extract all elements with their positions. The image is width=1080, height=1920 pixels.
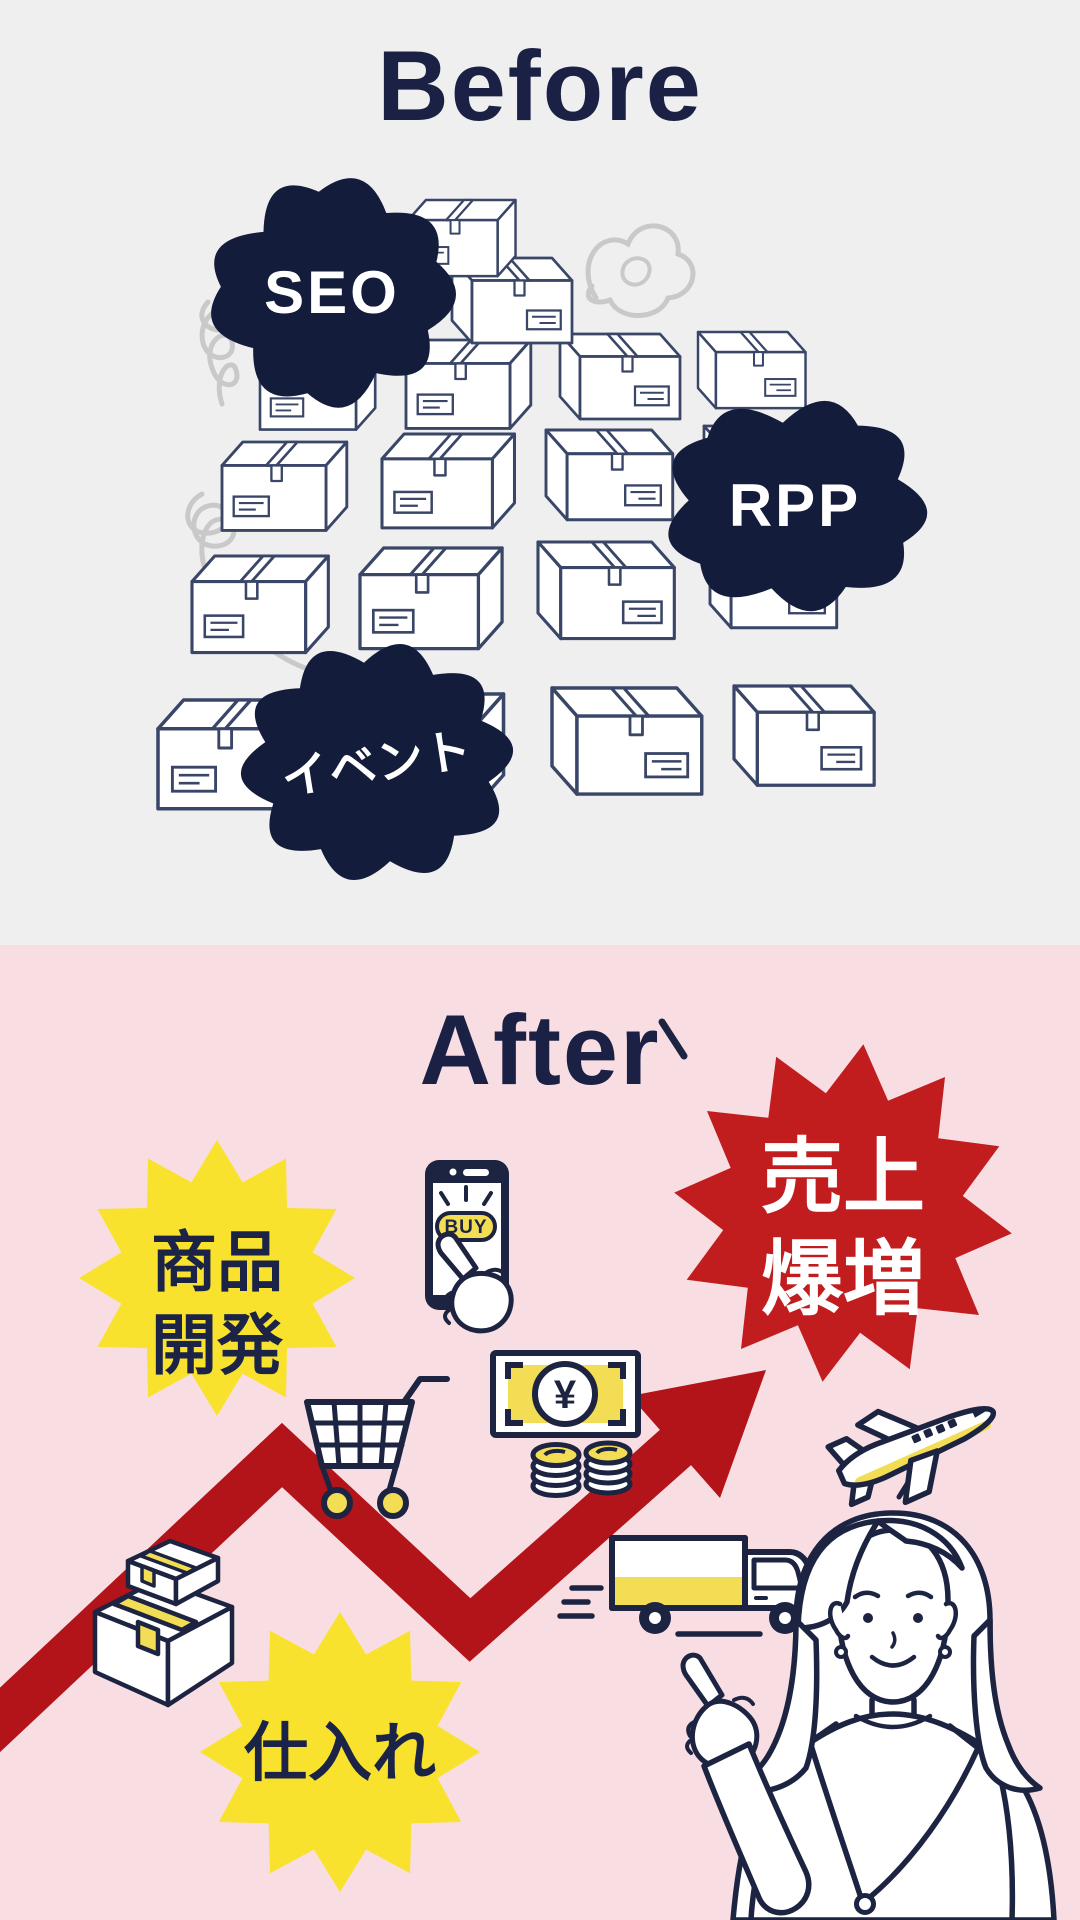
cardboard-box <box>696 330 807 410</box>
yen-bill-icon: ¥ <box>490 1350 641 1438</box>
cardboard-box <box>380 432 516 530</box>
badge-event: イベント <box>240 643 514 881</box>
shopping-cart-icon <box>304 1376 450 1519</box>
tapping-hand <box>435 1231 514 1334</box>
packages-icon <box>92 1538 235 1708</box>
badge-product-dev-line2: 開発 <box>151 1308 284 1382</box>
woman-bangs-right <box>875 1517 965 1571</box>
after-title: After <box>419 994 661 1105</box>
woman-collar <box>853 1713 933 1730</box>
airplane-icon <box>825 1406 997 1508</box>
cardboard-box <box>536 540 676 641</box>
before-title: Before <box>377 30 703 141</box>
woman-sleeve <box>701 1741 812 1916</box>
cardboard-box <box>358 546 504 651</box>
cardboard-box <box>544 428 675 522</box>
woman-lapel-right <box>866 1723 981 1901</box>
scribble-doodle-rose-inner <box>620 256 652 287</box>
delivery-truck-icon <box>557 1535 820 1637</box>
woman-hair-lock-right <box>970 1617 1043 1793</box>
cardboard-box <box>190 554 330 655</box>
badge-product-development: 商品 開発 <box>79 1140 355 1416</box>
arrow-head <box>630 1370 766 1498</box>
cardboard-box <box>550 686 704 796</box>
woman-earring-left <box>834 1645 848 1659</box>
woman-jacket-button <box>854 1893 876 1915</box>
scribble-doodle-rose <box>585 223 696 318</box>
badge-rpp: RPP <box>668 400 928 612</box>
cardboard-box <box>732 684 876 787</box>
woman-face-details <box>852 1590 934 1668</box>
coins-icon <box>530 1440 633 1498</box>
badge-sales-line1: 売上 <box>761 1132 925 1223</box>
cardboard-box <box>558 332 682 421</box>
badge-sales-line2: 爆増 <box>761 1234 925 1325</box>
badge-rpp-label: RPP <box>729 472 861 539</box>
woman-ear-left <box>827 1600 851 1641</box>
woman-ear-right <box>935 1600 959 1641</box>
badge-purchasing: 仕入れ <box>200 1612 480 1892</box>
consultant-woman-illustration <box>680 1510 1057 1920</box>
woman-earring-right <box>938 1645 952 1659</box>
badge-seo-label: SEO <box>264 259 400 326</box>
badge-seo: SEO <box>211 178 456 408</box>
badge-purchasing-label: 仕入れ <box>244 1717 436 1789</box>
badge-product-dev-line1: 商品 <box>151 1225 283 1299</box>
buy-button-label: BUY <box>444 1217 487 1238</box>
badge-sales-explosion: 売上 爆増 <box>674 1044 1012 1382</box>
tap-burst-lines <box>439 1185 493 1206</box>
smartphone-buy-icon: BUY <box>425 1160 514 1334</box>
cardboard-box <box>220 440 349 532</box>
yen-symbol: ¥ <box>554 1373 577 1417</box>
